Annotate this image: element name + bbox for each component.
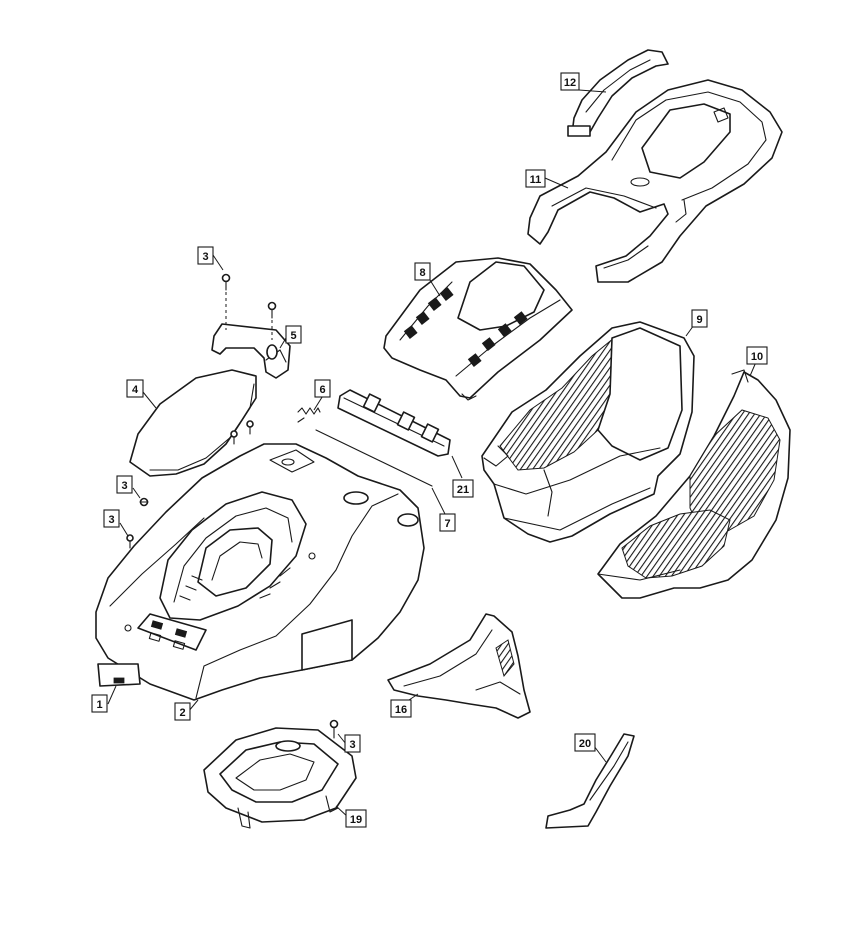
svg-text:20: 20 bbox=[579, 738, 591, 750]
callout-10: 10 bbox=[746, 346, 768, 365]
part-12-handle-grip bbox=[567, 49, 669, 137]
callout-16: 16 bbox=[390, 699, 412, 718]
part-11-upper-cover bbox=[527, 79, 783, 283]
svg-text:7: 7 bbox=[444, 518, 450, 530]
part-4-cover-panel bbox=[129, 369, 257, 477]
part-7-rod bbox=[315, 429, 433, 487]
callout-19: 19 bbox=[345, 809, 367, 828]
part-20-key-tool bbox=[545, 733, 635, 829]
svg-text:4: 4 bbox=[132, 384, 139, 396]
svg-text:16: 16 bbox=[395, 704, 407, 716]
callout-20: 20 bbox=[574, 733, 596, 752]
screw-c bbox=[246, 420, 254, 435]
screw-g bbox=[126, 534, 134, 549]
svg-text:3: 3 bbox=[108, 514, 114, 526]
svg-text:5: 5 bbox=[290, 330, 296, 342]
callout-3-top: 3 bbox=[197, 246, 214, 265]
svg-text:6: 6 bbox=[319, 384, 325, 396]
callout-11: 11 bbox=[525, 169, 546, 188]
callout-3-bottom: 3 bbox=[344, 734, 361, 753]
callout-4: 4 bbox=[126, 379, 144, 398]
svg-text:3: 3 bbox=[202, 251, 208, 263]
svg-text:9: 9 bbox=[696, 314, 702, 326]
callout-8: 8 bbox=[414, 262, 431, 281]
callout-2: 2 bbox=[174, 702, 191, 721]
callout-6: 6 bbox=[314, 379, 331, 398]
screw-b bbox=[267, 301, 277, 319]
part-16-chute-insert bbox=[387, 613, 531, 719]
svg-text:1: 1 bbox=[96, 699, 102, 711]
svg-text:10: 10 bbox=[751, 351, 763, 363]
screw-a bbox=[221, 273, 231, 291]
callout-3-left-lower: 3 bbox=[103, 509, 120, 528]
callout-7: 7 bbox=[439, 513, 456, 532]
svg-text:21: 21 bbox=[457, 484, 469, 496]
svg-text:3: 3 bbox=[121, 480, 127, 492]
callout-1: 1 bbox=[91, 694, 108, 713]
screw-d bbox=[230, 430, 238, 445]
part-5-carry-handle bbox=[211, 323, 291, 379]
screw-h bbox=[329, 719, 339, 739]
svg-text:2: 2 bbox=[179, 707, 185, 719]
callout-3-left-upper: 3 bbox=[116, 475, 133, 494]
part-19-tray-housing bbox=[203, 727, 357, 829]
part-21-hinge-bar bbox=[337, 389, 451, 457]
callout-21: 21 bbox=[452, 479, 474, 498]
svg-text:19: 19 bbox=[350, 814, 362, 826]
svg-text:12: 12 bbox=[564, 77, 576, 89]
svg-text:8: 8 bbox=[419, 267, 425, 279]
callout-9: 9 bbox=[691, 309, 708, 328]
callout-5: 5 bbox=[285, 325, 302, 344]
svg-text:3: 3 bbox=[349, 739, 355, 751]
part-9-grass-catcher-frame bbox=[481, 321, 695, 543]
screw-f bbox=[139, 497, 149, 507]
part-8-rear-flap bbox=[383, 257, 573, 401]
part-10-grass-bag bbox=[597, 369, 791, 599]
svg-text:11: 11 bbox=[530, 174, 542, 186]
part-6-spring bbox=[297, 407, 321, 423]
callout-12: 12 bbox=[560, 72, 580, 91]
part-1-badge bbox=[97, 663, 141, 687]
part-2-deck-housing bbox=[95, 443, 425, 701]
